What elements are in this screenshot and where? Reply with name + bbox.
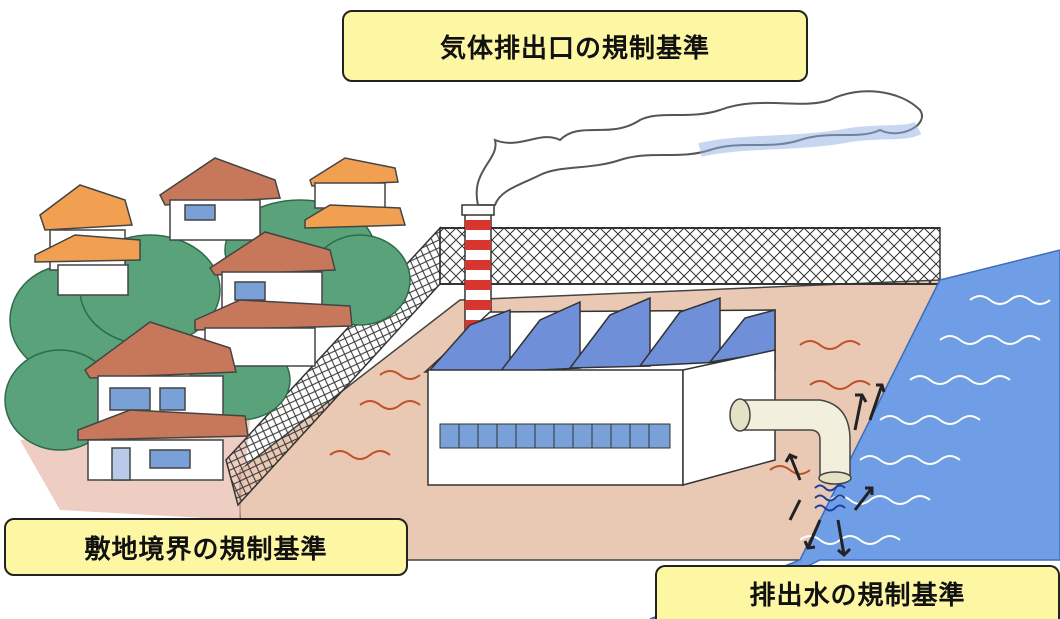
house-icon	[34, 157, 406, 481]
smoke-icon	[475, 90, 923, 206]
effluent-wave-icon	[814, 484, 846, 512]
drain-standard-label: 排出水の規制基準	[655, 565, 1060, 619]
drain-pipe-icon	[729, 398, 852, 485]
noise-wave-icon	[329, 340, 871, 475]
boundary-standard-label: 敷地境界の規制基準	[4, 518, 408, 576]
discharge-arrow-icon	[784, 383, 886, 558]
factory-icon	[423, 296, 776, 486]
exhaust-standard-label: 気体排出口の規制基準	[342, 10, 808, 82]
